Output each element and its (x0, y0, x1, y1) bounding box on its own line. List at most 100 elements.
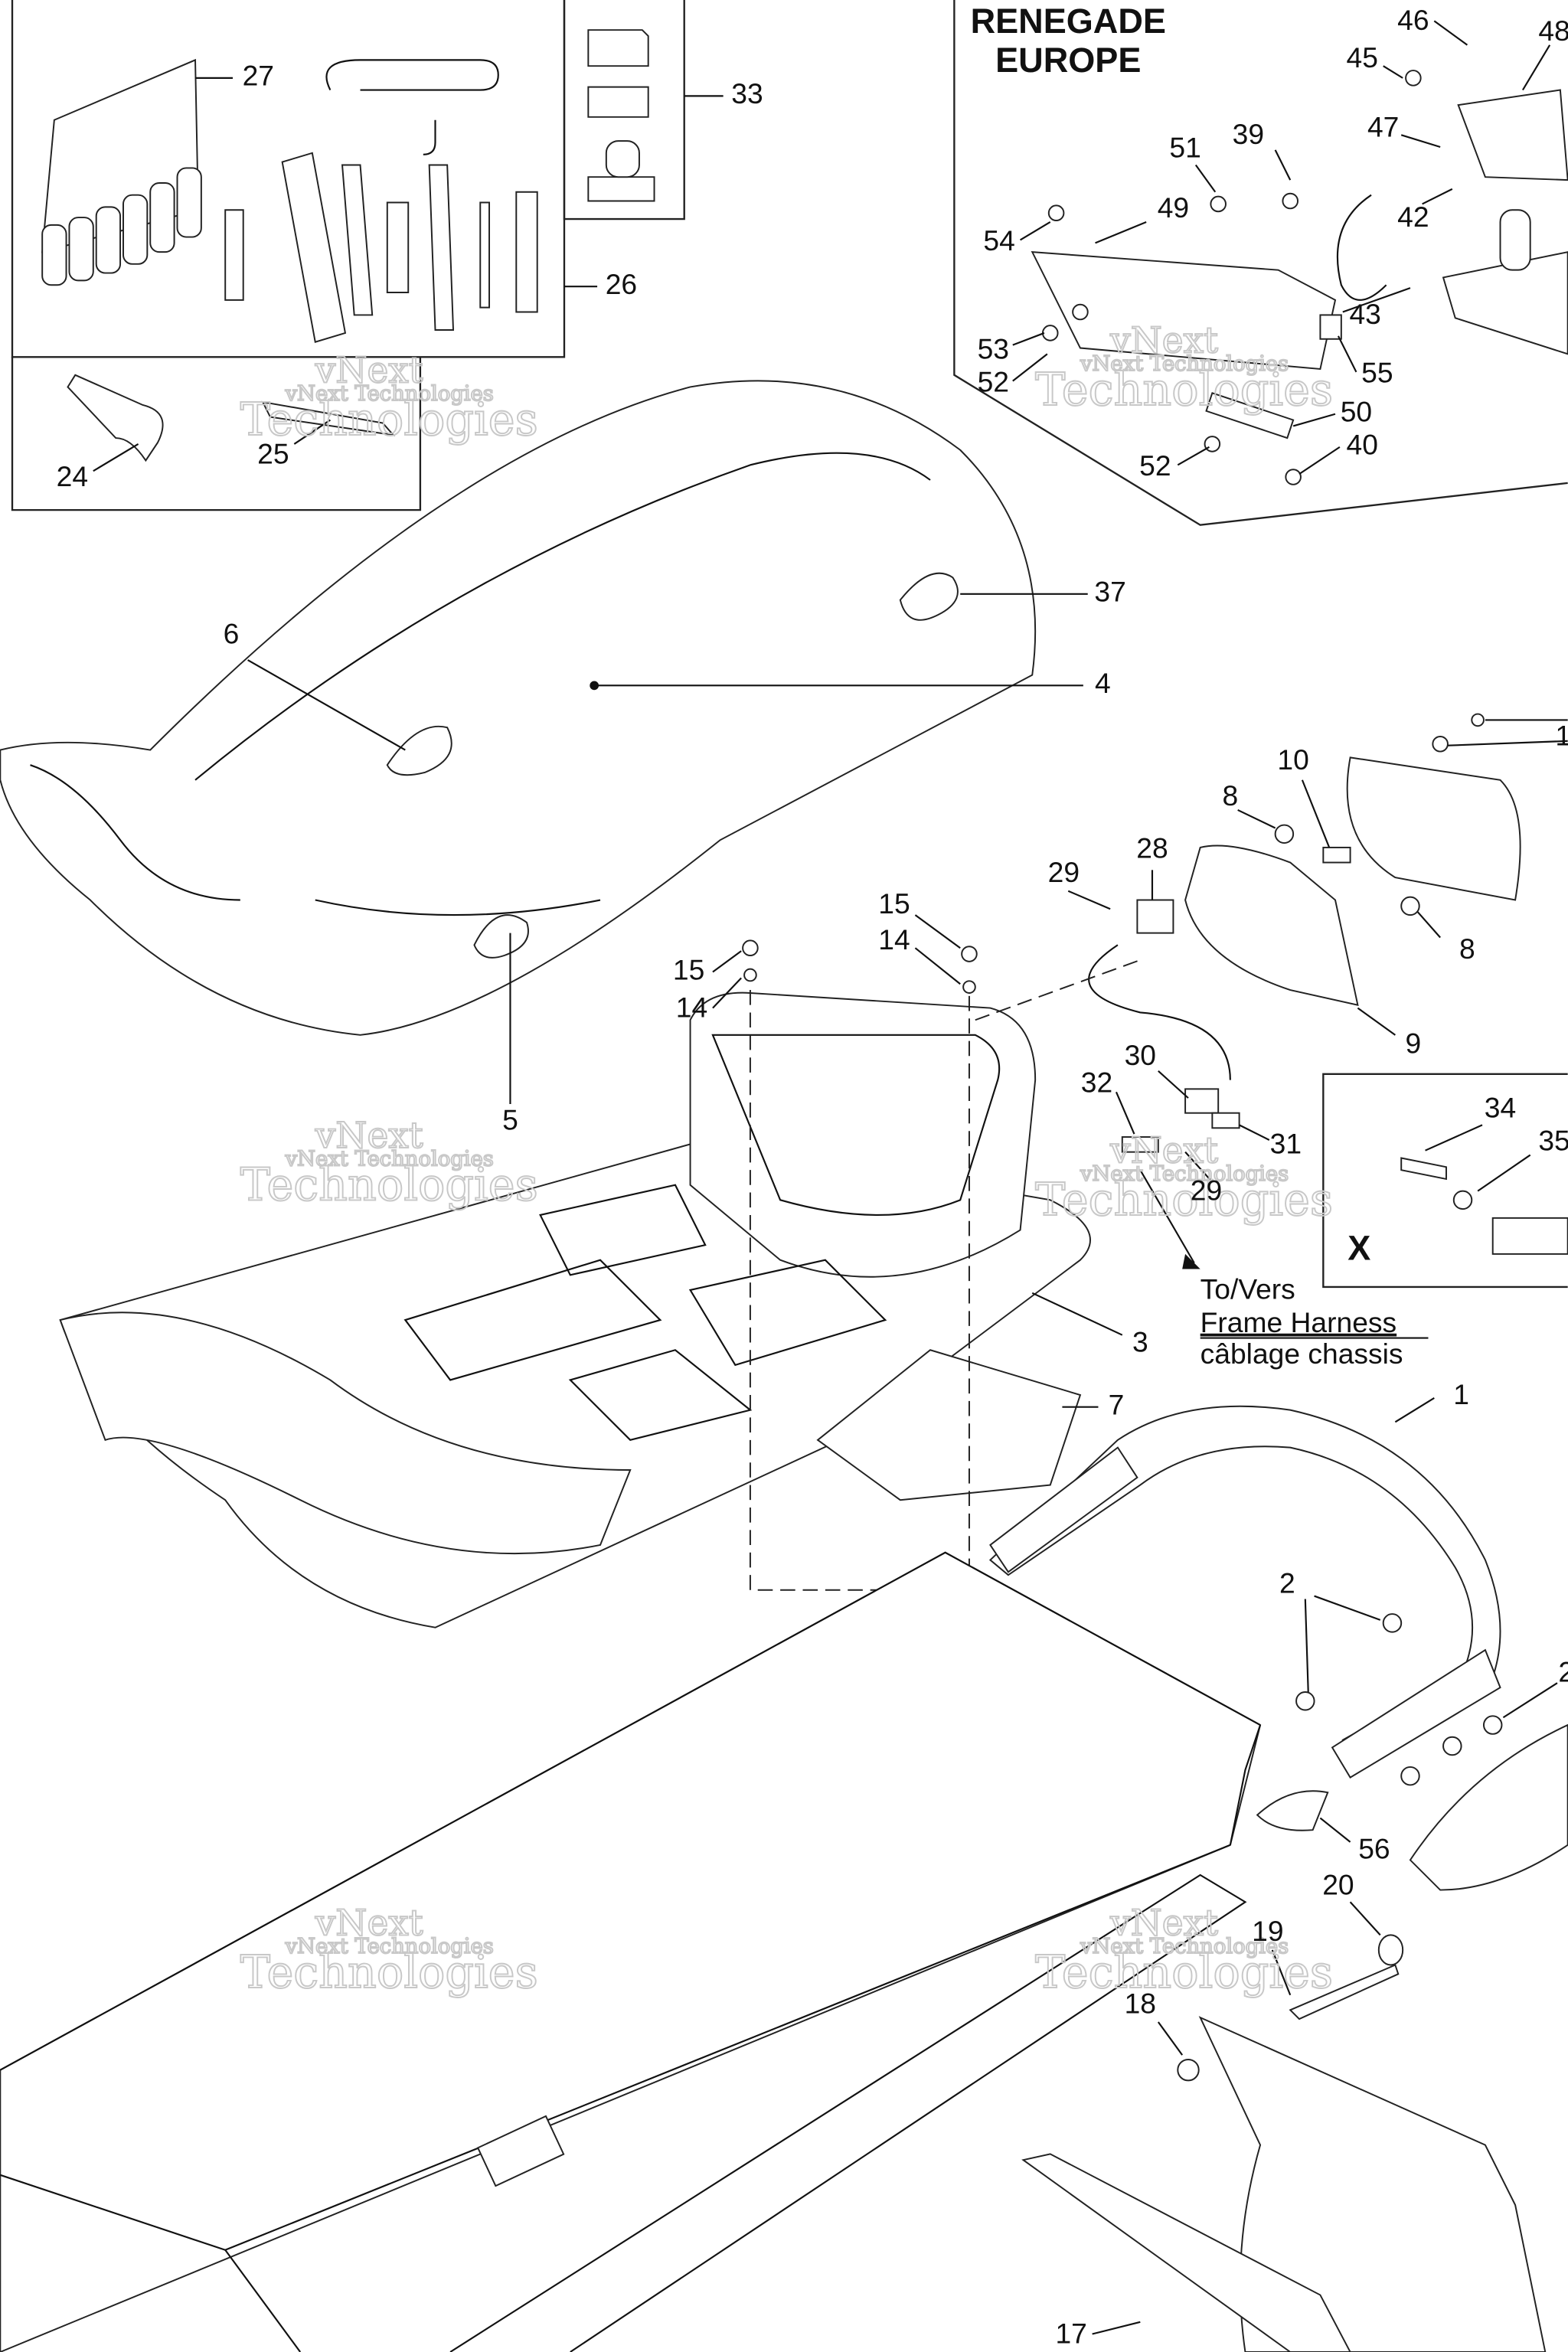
watermark-text: vNext (1109, 1129, 1218, 1171)
callout: 26 (606, 268, 637, 300)
watermark-text: vNext (1109, 1902, 1218, 1944)
watermark-text: vNext (1109, 319, 1218, 361)
tunnel-slot (476, 2115, 565, 2187)
callout: 46 (1397, 4, 1429, 36)
screwdriver (224, 209, 244, 301)
callout: 53 (978, 332, 1009, 364)
callout: 2 (1279, 1567, 1295, 1599)
callout: 1 (1453, 1378, 1469, 1410)
seat (0, 380, 1037, 1036)
connector-28 (1136, 899, 1174, 934)
callout: 29 (1048, 856, 1080, 888)
callout: 52 (978, 365, 1009, 397)
callout: 7 (1109, 1389, 1125, 1421)
tool-bracket (261, 400, 396, 436)
callout: 28 (1136, 832, 1168, 864)
callout: 2 (1558, 1655, 1568, 1687)
detail-x-inset (1322, 1073, 1568, 1289)
callout: 10 (1277, 743, 1308, 776)
callout: 9 (1406, 1027, 1422, 1059)
callout: 8 (1223, 779, 1239, 812)
callout: 24 (57, 460, 88, 492)
tail-light-lens (1346, 756, 1521, 901)
callout: 19 (1252, 1915, 1283, 1947)
callout: 47 (1367, 110, 1399, 142)
grip-left (989, 1446, 1138, 1573)
callout: 18 (1125, 1987, 1156, 2019)
callout: 52 (1139, 449, 1171, 482)
hex-key (479, 201, 490, 309)
label-5 (473, 914, 529, 959)
bulb-10 (1322, 846, 1351, 864)
tail-light-housing (1184, 844, 1359, 1006)
bar-50 (1205, 392, 1295, 439)
callout: 33 (731, 77, 763, 109)
callout: 14 (878, 923, 910, 956)
callout: 20 (1322, 1868, 1354, 1900)
tail-light-assembly (975, 713, 1568, 1269)
open-wrench (341, 164, 374, 316)
callout: 50 (1341, 396, 1372, 428)
grab-handle-assembly (988, 1397, 1568, 2352)
callout: 31 (1270, 1128, 1302, 1160)
spark-plug-wrench (386, 201, 410, 294)
callout: 54 (983, 224, 1014, 256)
callout: 27 (243, 60, 274, 92)
callout: 48 (1538, 15, 1568, 47)
socket (515, 191, 538, 313)
watermark-text: vNext (315, 350, 423, 392)
tip-56 (1256, 1790, 1329, 1831)
snow-flap-17 (1021, 2153, 1351, 2352)
seat-assembly (0, 380, 1088, 1104)
tool-pouch-pockets (41, 167, 202, 286)
callout: 17 (1055, 2317, 1086, 2349)
callout: 56 (1358, 1832, 1390, 1864)
callout: 39 (1233, 118, 1264, 150)
watermark-text: Technologies (240, 1945, 538, 1998)
callout: 6 (224, 618, 240, 650)
rivet-19 (1289, 1964, 1400, 2020)
callouts: 27 33 26 24 25 46 48 45 47 39 51 42 54 4… (57, 4, 1568, 2349)
callout: 32 (1081, 1066, 1112, 1098)
harness-note-to: To/Vers (1200, 1273, 1295, 1305)
hitch-bracket (1457, 89, 1568, 181)
watermark-text: Technologies (1035, 1945, 1333, 1998)
grip-right (1331, 1648, 1501, 1779)
side-cover (1409, 1723, 1568, 1891)
storage-box (689, 991, 1037, 1278)
watermark-text: Technologies (240, 393, 538, 446)
callout: 29 (1191, 1174, 1222, 1206)
paper-clip (325, 59, 499, 91)
label-37 (899, 572, 959, 621)
bumper-33c (587, 176, 655, 202)
callout: 40 (1347, 429, 1378, 461)
callout: 25 (257, 437, 289, 469)
callout: 43 (1349, 298, 1380, 330)
callout: 30 (1125, 1039, 1156, 1071)
callout: 37 (1094, 576, 1125, 608)
reflector (1491, 1217, 1568, 1255)
callout: 15 (878, 887, 910, 920)
callout: 14 (676, 991, 707, 1023)
tool-kit-inset (11, 0, 724, 511)
watermark-text: Technologies (1035, 1173, 1333, 1226)
seat-base-assembly (59, 914, 1123, 1756)
watermark-text: vNext Technologies (1080, 1162, 1289, 1186)
socket-wrench (281, 152, 347, 343)
callout: 49 (1158, 191, 1189, 224)
callout: 42 (1397, 201, 1429, 233)
footrest (449, 1873, 1247, 2352)
callout: 5 (502, 1103, 518, 1135)
callout: 3 (1132, 1325, 1148, 1357)
gasket-33b (587, 86, 649, 118)
gasket-33a (587, 29, 649, 67)
watermark-text: vNext Technologies (1080, 1935, 1289, 1958)
screw-34 (1400, 1157, 1447, 1181)
callout: 15 (673, 953, 704, 985)
harness-note-chassis: câblage chassis (1200, 1338, 1403, 1370)
callout: 1 (1555, 720, 1568, 752)
callout: 8 (1459, 933, 1475, 965)
wire-harness (1088, 944, 1231, 1080)
watermark-text: vNext Technologies (285, 1147, 494, 1171)
